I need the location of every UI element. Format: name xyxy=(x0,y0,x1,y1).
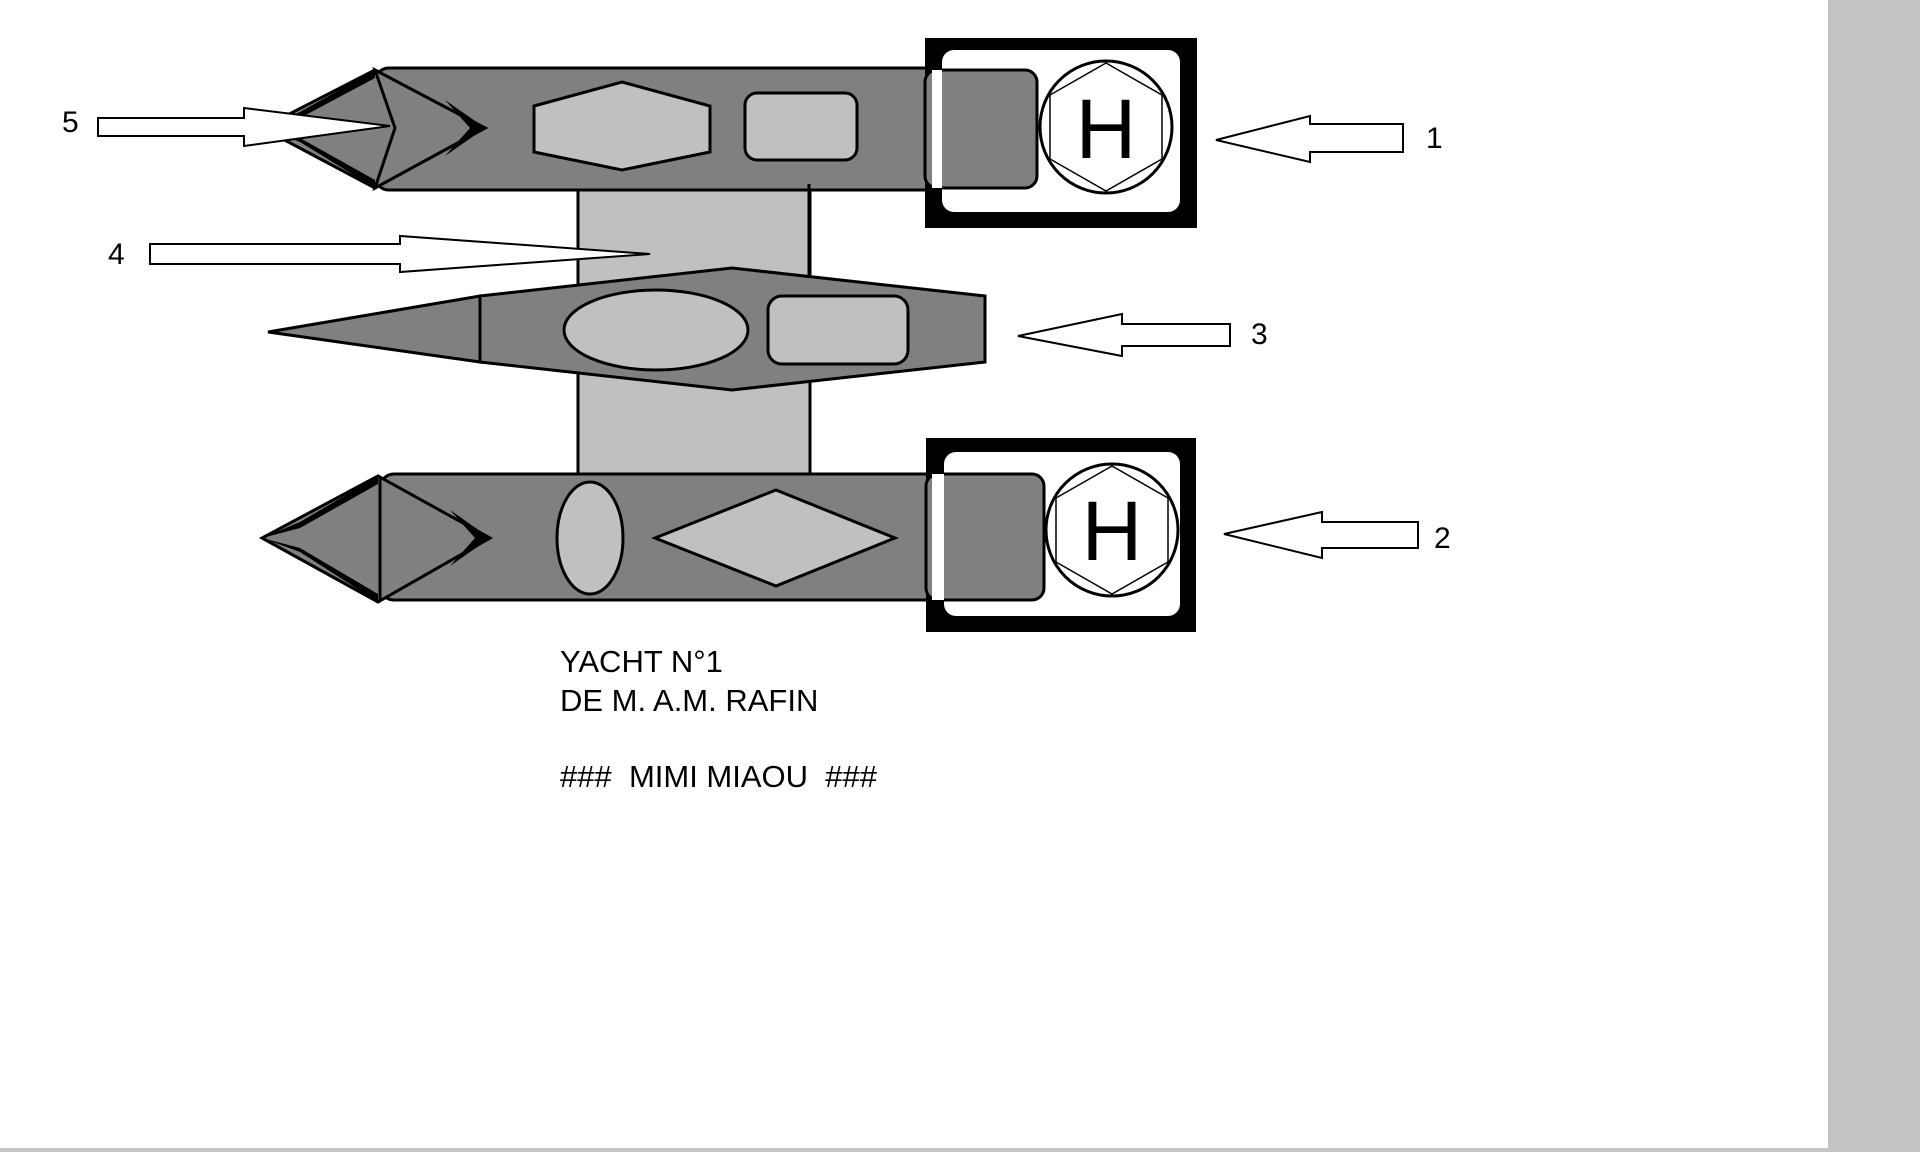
bottom-helipad-hexagon xyxy=(1055,465,1169,595)
bottom-hull-bow-edge xyxy=(450,510,490,566)
middle-hull xyxy=(267,266,987,392)
bottom-hull-diamond-cabin xyxy=(650,488,900,588)
top-helipad: H xyxy=(923,38,1197,228)
bottom-helipad: H xyxy=(924,438,1196,632)
top-helipad-hexagon xyxy=(1049,62,1163,192)
top-hull-bow-edge xyxy=(445,100,485,156)
top-hull-stern xyxy=(923,68,1039,190)
callout-arrow-1: 1 xyxy=(1215,114,1443,164)
bottom-helipad-letter: H xyxy=(1082,484,1143,578)
callout-label-1: 1 xyxy=(1426,122,1443,155)
caption-title: YACHT N°1 xyxy=(560,644,723,679)
callout-label-4: 4 xyxy=(108,238,125,271)
callout-arrow-2: 2 xyxy=(1223,510,1451,560)
callout-arrow-3: 3 xyxy=(1017,312,1268,358)
middle-hull-spike xyxy=(267,294,482,364)
callout-arrow-4: 4 xyxy=(108,234,651,274)
top-helipad-circle xyxy=(1038,59,1174,195)
bottom-hull-stern xyxy=(924,472,1046,602)
bottom-helipad-circle xyxy=(1044,462,1180,598)
callout-label-2: 2 xyxy=(1434,522,1451,555)
bottom-border xyxy=(0,1148,1828,1152)
top-hull-rounded-cabin xyxy=(743,91,859,162)
top-hull-hex-cabin xyxy=(532,80,712,172)
yacht-diagram: H H 1 2 3 xyxy=(62,38,1451,632)
caption-yacht-name: ### MIMI MIAOU ### xyxy=(560,759,877,794)
callout-label-5: 5 xyxy=(62,106,79,139)
top-hull xyxy=(258,66,1039,280)
middle-hull-rounded-cabin xyxy=(766,294,910,366)
caption-owner: DE M. A.M. RAFIN xyxy=(560,683,819,718)
callout-label-3: 3 xyxy=(1251,318,1268,351)
top-hull-bow-tip xyxy=(372,66,489,192)
bottom-hull-oval-cabin xyxy=(555,480,625,596)
right-side-panel[interactable] xyxy=(1828,0,1920,1152)
callout-arrow-5: 5 xyxy=(62,106,391,148)
middle-hull-oval-cabin xyxy=(562,288,750,372)
top-helipad-letter: H xyxy=(1076,82,1137,176)
